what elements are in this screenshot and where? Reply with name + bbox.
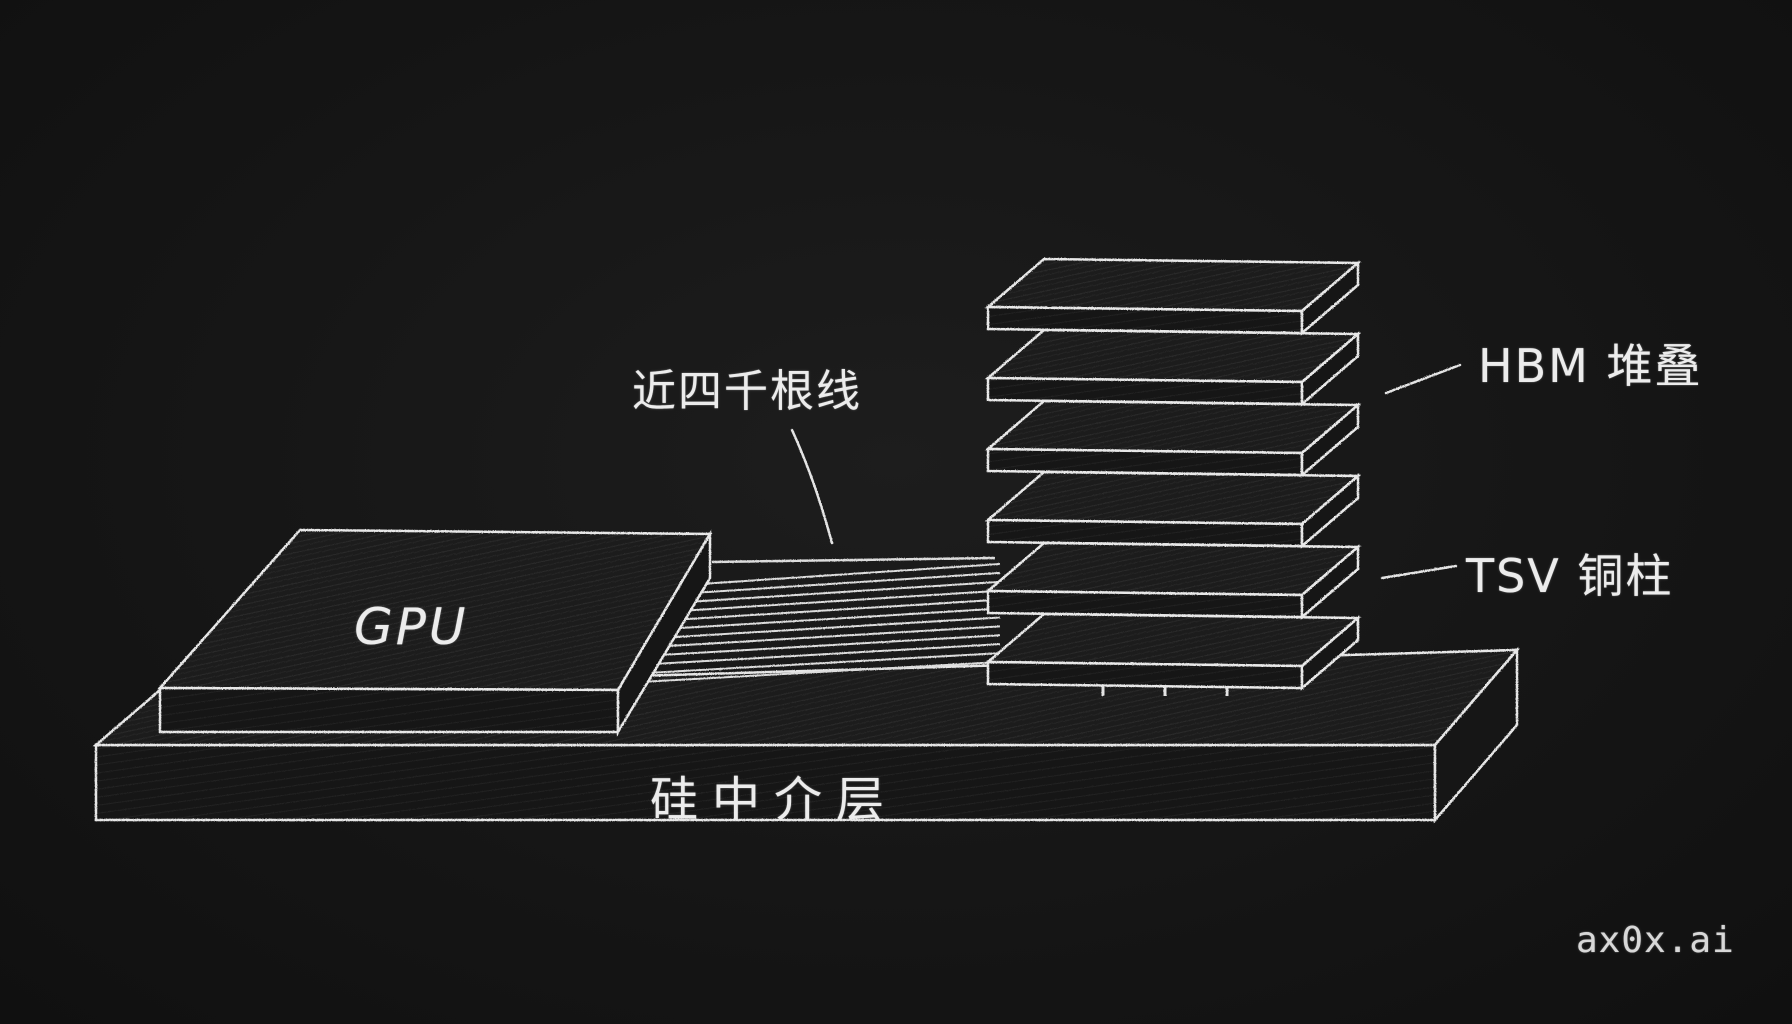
- leader-tsv: [1380, 564, 1458, 580]
- hbm-stack-label: HBM 堆叠: [1478, 339, 1703, 393]
- gpu-die: [157, 528, 713, 737]
- hbm-die-right-face: [1300, 615, 1360, 691]
- hbm-die-front-face: [986, 660, 1304, 690]
- wire-bundle-top: [711, 556, 996, 564]
- wire-line: [656, 634, 1001, 657]
- wire-line: [667, 616, 1001, 639]
- hbm-die-right-face: [1300, 544, 1360, 620]
- wire-line: [645, 652, 1001, 675]
- wire-line: [683, 589, 1001, 612]
- gpu-right-face: [616, 529, 712, 737]
- hbm-die-right-face: [1300, 402, 1360, 478]
- hbm-die-5: [984, 324, 1362, 407]
- interposer-right-face: [1433, 646, 1519, 824]
- hbm-die-top-face: [984, 257, 1362, 313]
- hbm-die-front-face: [986, 376, 1304, 406]
- leader-wires: [790, 428, 834, 545]
- tsv-label: TSV 铜柱: [1466, 549, 1674, 603]
- gpu-front-face: [158, 686, 620, 734]
- hbm-die-top-face: [984, 328, 1362, 384]
- hbm-die-top-face: [984, 612, 1362, 668]
- interconnect-wires: [639, 556, 1001, 683]
- wire-line: [678, 598, 1001, 621]
- hbm-die-front-face: [986, 305, 1304, 335]
- hbm-die-4: [984, 395, 1362, 478]
- wire-line: [699, 563, 1001, 585]
- wire-line: [689, 580, 1001, 603]
- hbm-die-right-face: [1300, 331, 1360, 407]
- hbm-die-front-face: [986, 518, 1304, 548]
- hbm-die-1: [984, 608, 1362, 691]
- hbm-die-front-face: [986, 447, 1304, 477]
- hbm-die-2: [984, 537, 1362, 620]
- wires-label: 近四千根线: [632, 366, 862, 417]
- wire-line: [661, 625, 1001, 648]
- wire-line: [694, 571, 1001, 594]
- hbm-die-front-face: [986, 589, 1304, 619]
- gpu-label: GPU: [354, 598, 469, 656]
- hbm-die-top-face: [984, 541, 1362, 597]
- hbm-die-6: [984, 257, 1362, 336]
- wire-line: [639, 661, 1001, 683]
- wire-line: [650, 643, 1001, 666]
- leader-hbm: [1384, 363, 1462, 395]
- hbm-die-right-face: [1300, 473, 1360, 549]
- watermark: ax0x.ai: [1576, 920, 1735, 961]
- hbm-stack: [984, 257, 1362, 696]
- hbm-die-3: [984, 466, 1362, 549]
- hbm-die-top-face: [984, 470, 1362, 526]
- leader-lines: [790, 363, 1462, 580]
- hbm-die-top-face: [984, 399, 1362, 455]
- interposer-label: 硅中介层: [650, 772, 899, 828]
- hbm-die-right-face: [1300, 260, 1360, 336]
- wire-line: [672, 607, 1001, 630]
